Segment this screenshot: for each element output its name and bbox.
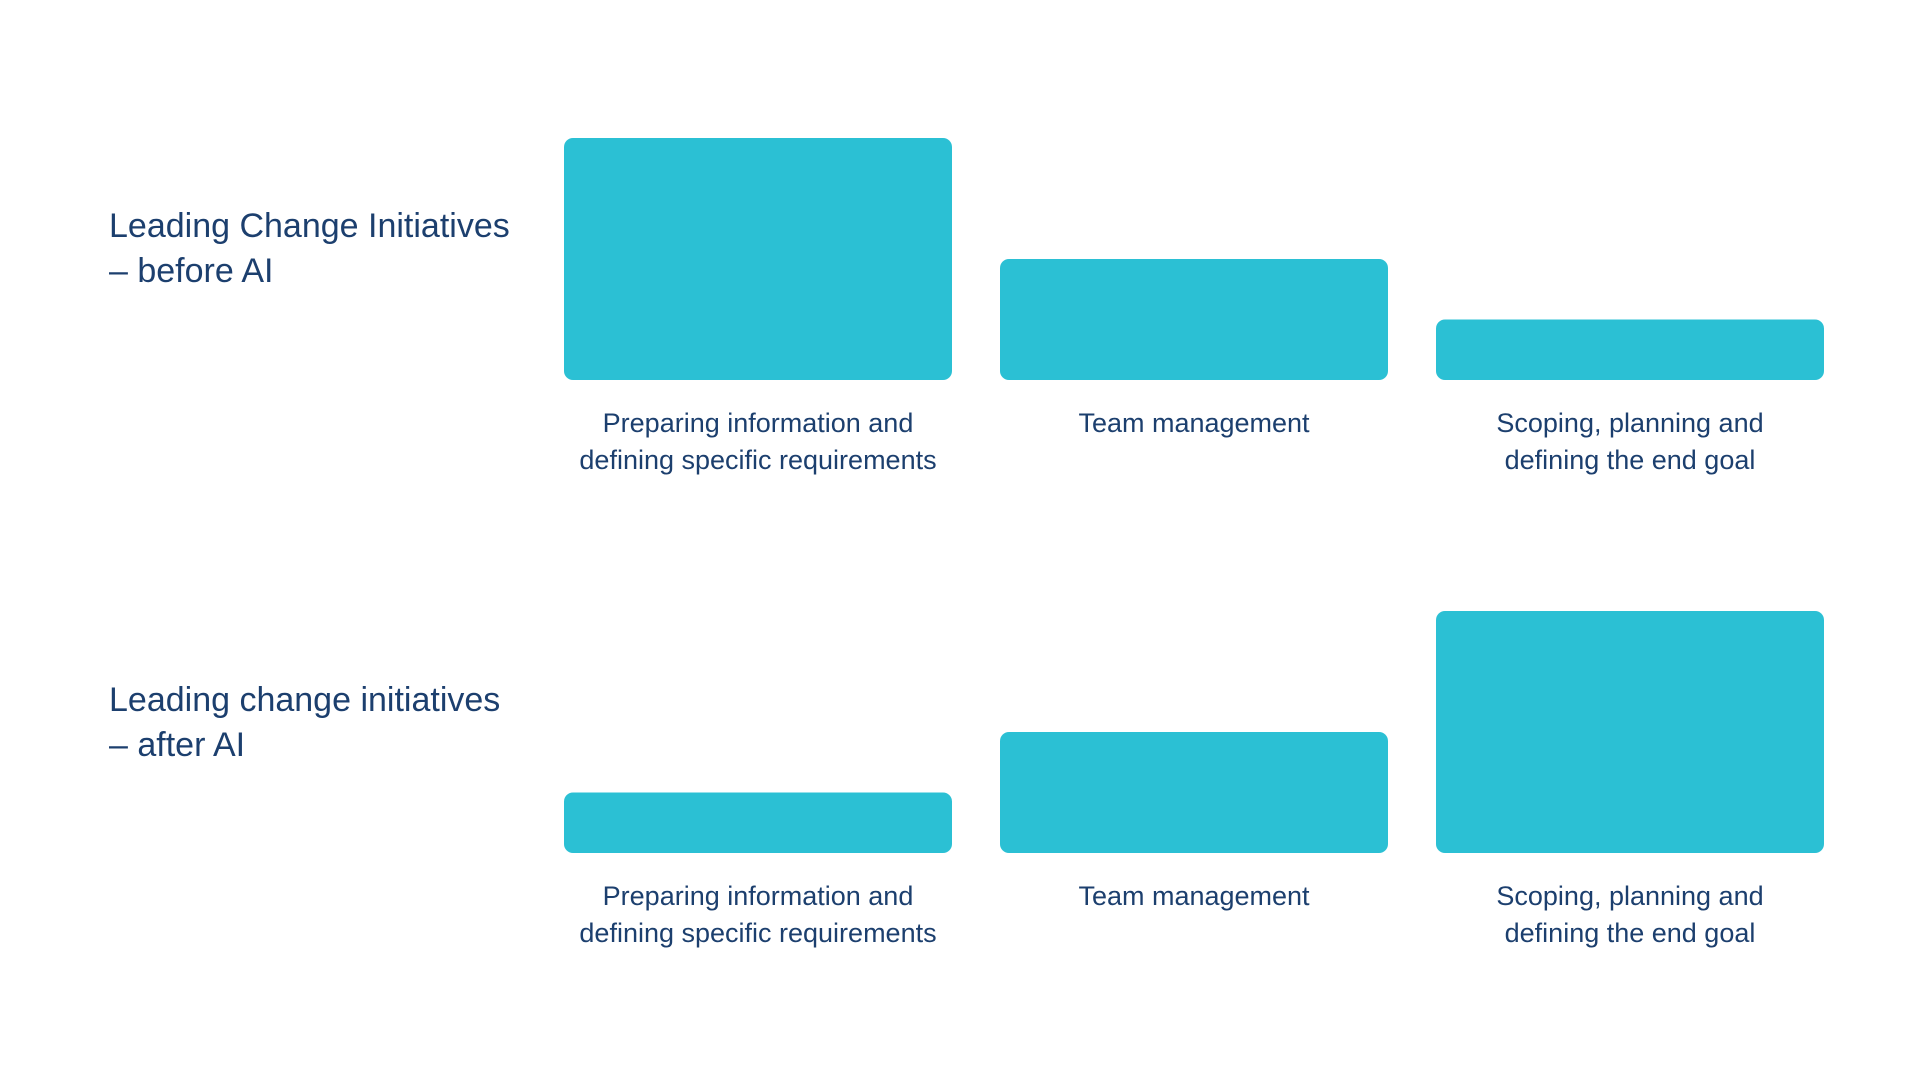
chart-title: Leading change initiatives – after AI [109,681,500,764]
category-label: Scoping, planning and defining the end go… [1496,881,1763,948]
chart-title-line: – after AI [109,726,245,764]
category-label-line: defining the end goal [1505,445,1756,475]
chart-after-ai: Leading change initiatives – after AI Prep… [109,611,1824,948]
category-label-line: defining specific requirements [579,445,936,475]
chart-title-line: – before AI [109,252,273,290]
bar [1436,319,1824,380]
chart-title-line: Leading Change Initiatives [109,207,510,245]
category-label: Preparing information and defining specif… [579,408,936,475]
bar [564,138,952,380]
bar [1436,611,1824,853]
chart-title: Leading Change Initiatives – before AI [109,207,510,290]
chart-before-ai: Leading Change Initiatives – before AI Pre… [109,138,1824,475]
category-label: Scoping, planning and defining the end go… [1496,408,1763,475]
bar [1000,259,1388,380]
category-label-line: Team management [1078,408,1310,438]
category-label-line: Team management [1078,881,1310,911]
category-label-line: Scoping, planning and [1496,408,1763,438]
category-label-line: Scoping, planning and [1496,881,1763,911]
category-label-line: defining specific requirements [579,918,936,948]
category-label-line: Preparing information and [603,408,914,438]
bar [564,792,952,853]
category-label-line: defining the end goal [1505,918,1756,948]
chart-title-line: Leading change initiatives [109,681,500,719]
bar [1000,732,1388,853]
category-label: Preparing information and defining specif… [579,881,936,948]
category-label-line: Preparing information and [603,881,914,911]
category-label: Team management [1078,881,1310,911]
category-label: Team management [1078,408,1310,438]
